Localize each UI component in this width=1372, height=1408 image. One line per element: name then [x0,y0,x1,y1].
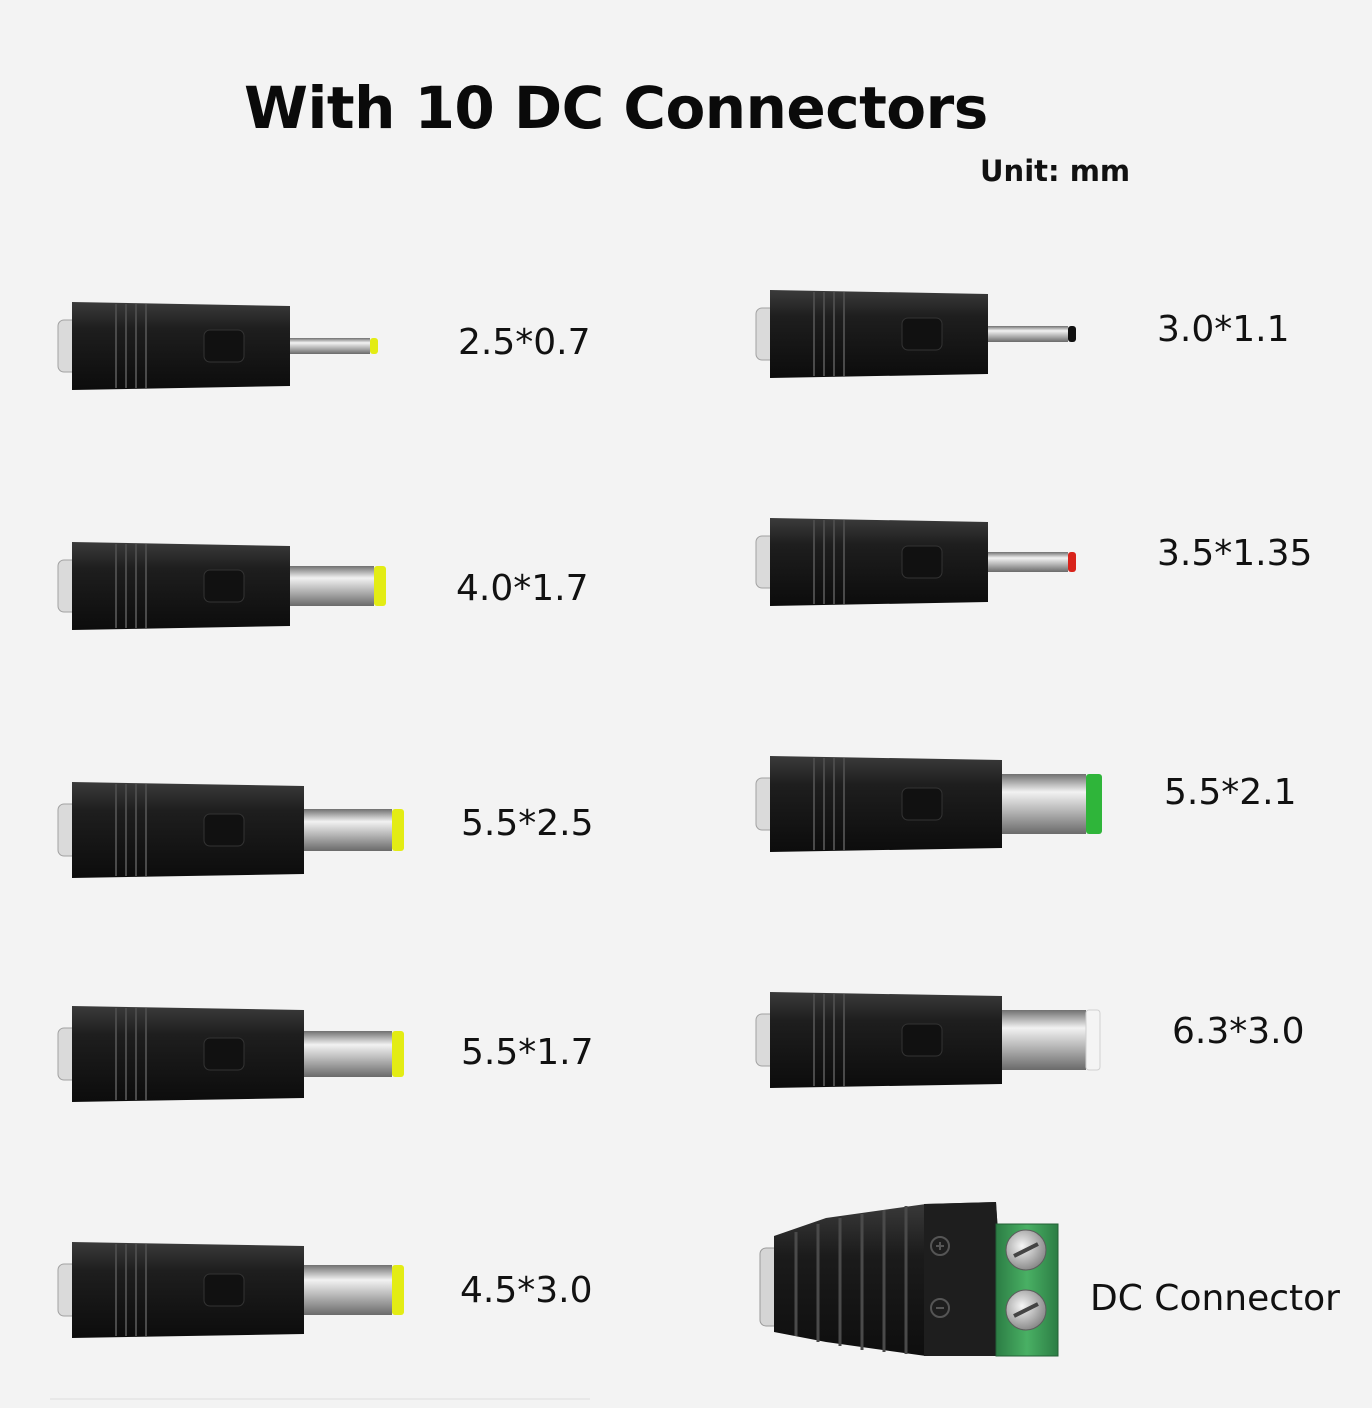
dc-plug-icon [755,518,1076,606]
dc-plug-icon [57,542,386,630]
connector-label: 5.5*2.5 [461,803,594,844]
dc-plug-icon [57,1006,404,1102]
connector-label: DC Connector [1090,1278,1340,1319]
dc-plug-icon [755,290,1076,378]
connector-label: 3.5*1.35 [1157,533,1313,574]
connector-5-5x1-7 [57,1000,408,1108]
connector-label: 4.5*3.0 [460,1270,593,1311]
connector-2-5x0-7 [57,296,388,396]
dc-plug-icon [57,302,378,390]
connector-label: 2.5*0.7 [458,322,591,363]
connector-label: 4.0*1.7 [456,568,589,609]
dc-plug-icon [57,782,404,878]
connector-label: 5.5*2.1 [1164,772,1297,813]
connector-label: 3.0*1.1 [1157,309,1290,350]
connector-3-5x1-35 [755,512,1086,612]
dc-connector-terminal [756,1196,1066,1366]
connector-3-0x1-1 [755,284,1086,384]
page-title: With 10 DC Connectors [244,74,988,142]
screw-terminal-icon [759,1202,1059,1357]
connector-5-5x2-5 [57,776,408,884]
dc-plug-icon [755,992,1101,1088]
dc-plug-icon [57,1242,404,1338]
dc-plug-icon [755,756,1102,852]
connector-4-5x3-0 [57,1236,408,1344]
connector-6-3x3-0 [755,986,1106,1094]
divider [50,1398,590,1400]
connector-4-0x1-7 [57,536,388,636]
unit-label: Unit: mm [980,154,1131,188]
connector-label: 6.3*3.0 [1172,1011,1305,1052]
connector-5-5x2-1 [755,750,1106,858]
connector-label: 5.5*1.7 [461,1032,594,1073]
